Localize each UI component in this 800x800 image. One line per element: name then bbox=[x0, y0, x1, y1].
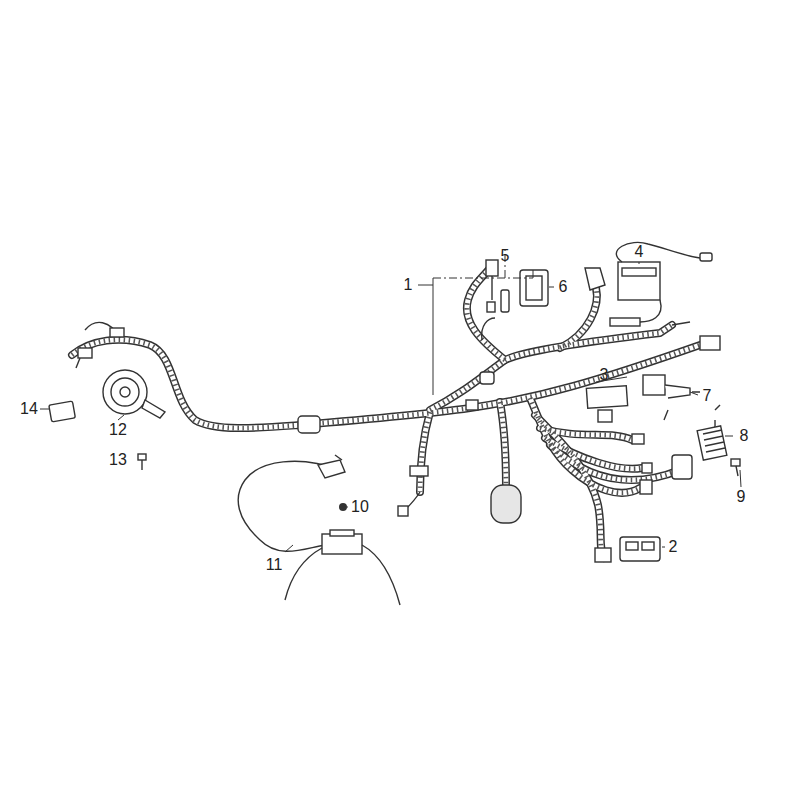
callout-number: 5 bbox=[501, 248, 510, 264]
callout-number: 14 bbox=[20, 401, 38, 417]
callout-number: 12 bbox=[109, 422, 127, 438]
callout-number: 13 bbox=[109, 452, 127, 468]
callout-number: 8 bbox=[740, 428, 749, 444]
callout-number: 7 bbox=[703, 388, 712, 404]
callout-number: 1 bbox=[404, 277, 413, 293]
leader-lines bbox=[40, 246, 741, 552]
callout-number: 4 bbox=[635, 244, 644, 260]
callout-number: 9 bbox=[737, 489, 746, 505]
harness-parts bbox=[49, 242, 740, 605]
callout-number: 2 bbox=[669, 539, 678, 555]
harness-braid bbox=[72, 268, 700, 558]
callout-number: 3 bbox=[600, 367, 609, 383]
callout-number: 6 bbox=[559, 279, 568, 295]
callout-number: 11 bbox=[266, 557, 283, 573]
callout-number: 10 bbox=[351, 499, 369, 515]
